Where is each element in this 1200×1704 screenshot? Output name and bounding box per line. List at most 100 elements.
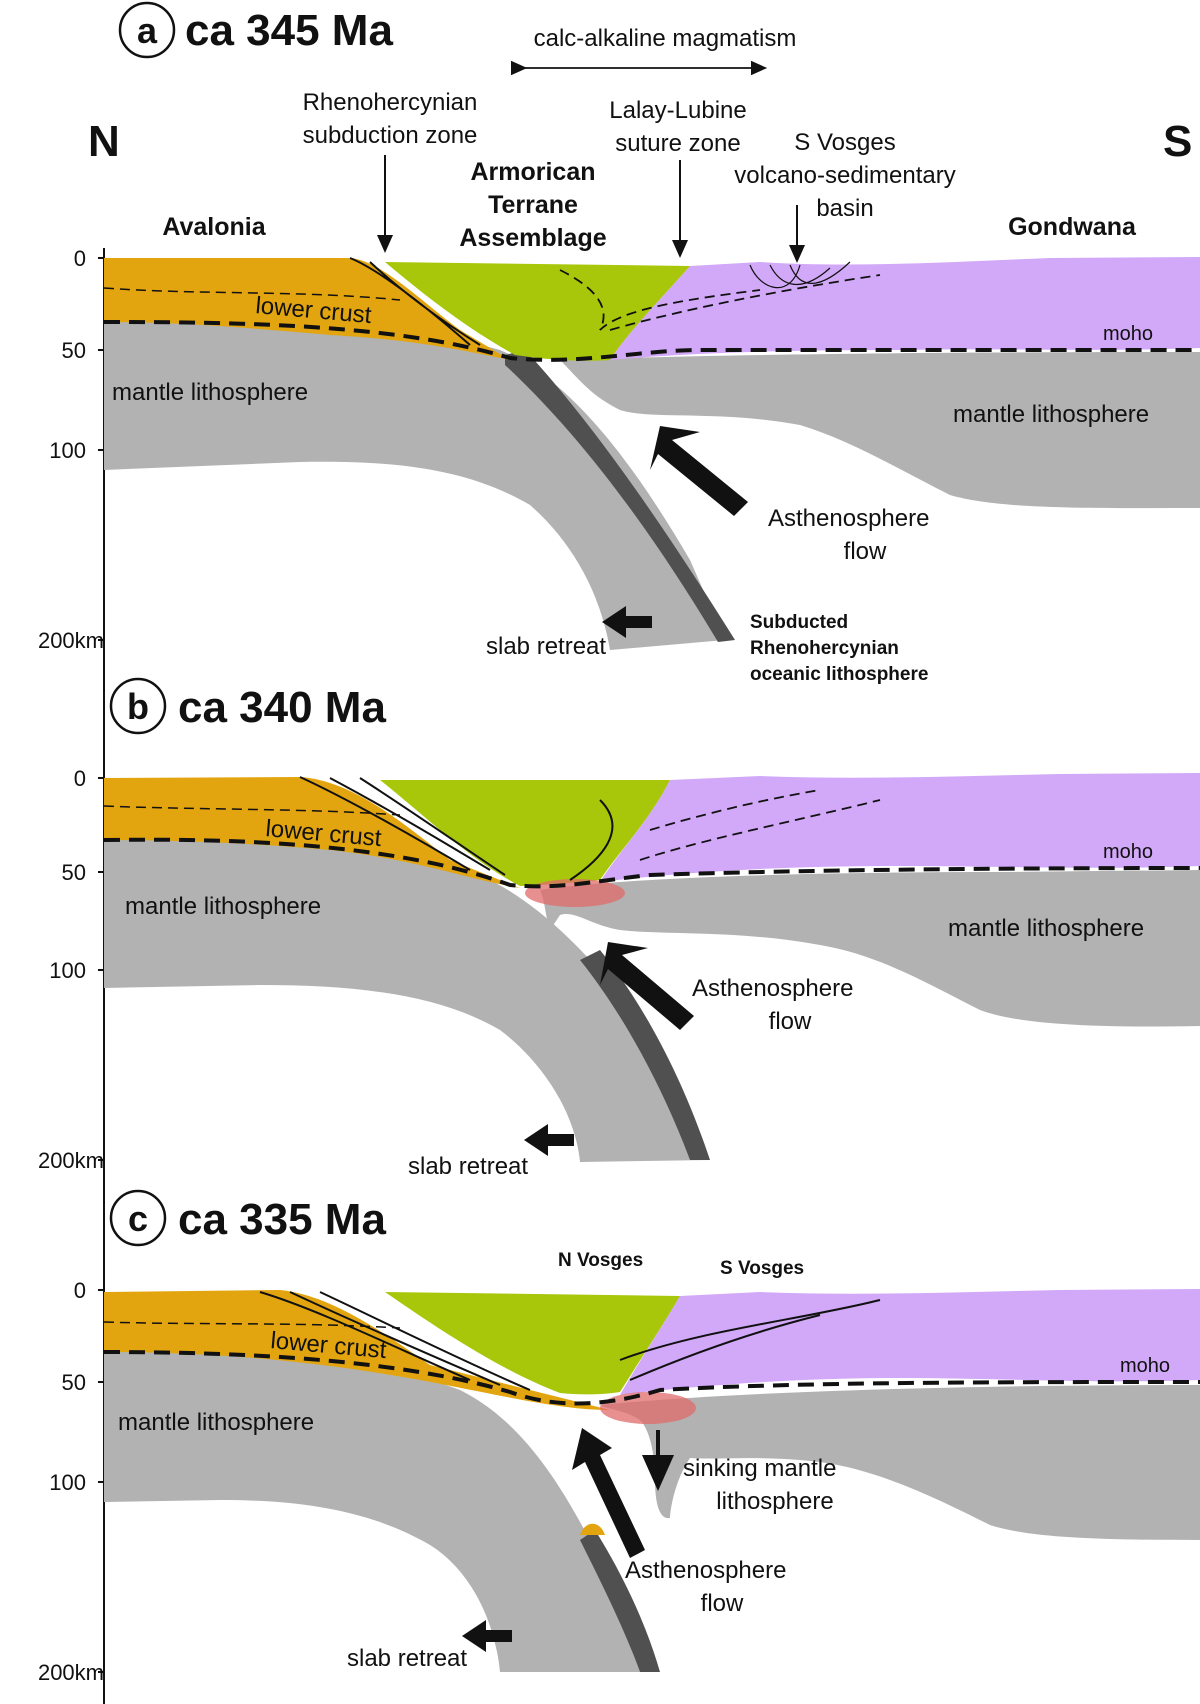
panel-a-asthenosphere-arrow	[650, 426, 748, 516]
panel-b-slab-retreat-label: slab retreat	[408, 1153, 528, 1180]
panel-c-slab-retreat-arrow	[462, 1620, 512, 1652]
panel-c-thrust-lines	[259, 1291, 881, 1391]
panel-a-armorican-terrane	[385, 262, 690, 361]
panel-b-crust-dashed	[103, 805, 401, 816]
panel-b-letter-circle	[109, 677, 167, 735]
panel-a-tick-50: 50	[62, 338, 86, 363]
panel-b-asthenosphere-label-2: flow	[769, 1008, 812, 1035]
panel-b-mantle-right	[540, 870, 1200, 1027]
north-label: N	[88, 117, 120, 166]
panel-c-mantle-right	[600, 1385, 1200, 1540]
panel-a-subducted-label-3: oceanic lithosphere	[750, 664, 928, 685]
panel-b-basin-dashed	[639, 789, 881, 861]
panel-a-letter-circle	[118, 1, 176, 59]
panel-a-asthenosphere-label-2: flow	[844, 538, 887, 565]
panel-b-tick-200: 200km	[38, 1148, 104, 1173]
panel-b-title: ca 340 Ma	[178, 683, 386, 732]
panel-c-tick-50: 50	[62, 1370, 86, 1395]
panel-c-oceanic-slab	[580, 1530, 660, 1672]
panel-a-svosges-label-1: S Vosges	[794, 129, 895, 156]
panel-b-mantle-left-label: mantle lithosphere	[125, 893, 321, 920]
panel-c-asthenosphere-arrow	[572, 1428, 645, 1558]
panel-c-tick-100: 100	[49, 1470, 86, 1495]
panel-a-mantle-left-label: mantle lithosphere	[112, 379, 308, 406]
panel-a-tick-100: 100	[49, 438, 86, 463]
panel-c-armorican-terrane	[385, 1292, 680, 1395]
panel-a: a ca 345 Ma 0 50 100 200km	[38, 1, 1200, 685]
panel-a-gondwana-label: Gondwana	[1008, 213, 1137, 241]
panel-c-sinking-label-1: sinking mantle	[683, 1455, 836, 1482]
panel-c-nvosges-label: N Vosges	[558, 1250, 643, 1271]
panel-a-slab-retreat-arrow	[602, 606, 652, 638]
panel-a-depth-ticks: 0 50 100 200km	[38, 246, 104, 653]
panel-a-svosges-label-2: volcano-sedimentary	[734, 162, 955, 189]
panel-b-oceanic-slab	[580, 950, 710, 1160]
panel-b-mantle-left	[104, 839, 710, 1162]
panel-a-title: ca 345 Ma	[185, 6, 393, 55]
panel-c: c ca 335 Ma 0 50 100 200km N Vosges S Vo…	[38, 1189, 1200, 1685]
panel-a-crust-dashed	[103, 287, 401, 301]
panel-a-magmatism-label: calc-alkaline magmatism	[534, 25, 797, 52]
panel-c-asthenosphere-label-1: Asthenosphere	[625, 1557, 786, 1584]
panel-c-slab-crust-remnant	[580, 1523, 605, 1535]
panel-b-asthenosphere-label-1: Asthenosphere	[692, 975, 853, 1002]
panel-b-mantle-right-label: mantle lithosphere	[948, 915, 1144, 942]
panel-b-gondwana-crust	[600, 773, 1200, 882]
panel-a-mantle-right-label: mantle lithosphere	[953, 401, 1149, 428]
panel-a-suture-label-1: Lalay-Lubine	[609, 97, 746, 124]
panel-a-mantle-right	[560, 352, 1200, 509]
panel-c-gondwana-crust	[620, 1289, 1200, 1395]
panel-c-mantle-left	[104, 1351, 640, 1672]
panel-c-tick-0: 0	[74, 1278, 86, 1303]
panel-c-asthenosphere-label-2: flow	[701, 1590, 744, 1617]
panel-a-gondwana-crust	[610, 257, 1200, 360]
panel-c-letter: c	[128, 1198, 148, 1239]
panel-c-moho-line	[103, 1350, 1200, 1406]
panel-a-asthenosphere-label-1: Asthenosphere	[768, 505, 929, 532]
panel-c-melt-zone	[600, 1392, 696, 1424]
panel-c-mantle-left-label: mantle lithosphere	[118, 1409, 314, 1436]
panel-b-slab-retreat-arrow	[524, 1124, 574, 1156]
panel-a-svosges-label-3: basin	[816, 195, 873, 222]
panel-b: b ca 340 Ma 0 50 100 200km lower crust m…	[38, 677, 1200, 1180]
panel-b-letter: b	[127, 686, 149, 727]
panel-c-depth-ticks: 0 50 100 200km	[38, 1278, 104, 1685]
panel-c-letter-circle	[109, 1189, 167, 1247]
panel-a-subduction-label-2: subduction zone	[303, 122, 478, 149]
panel-b-asthenosphere-arrow	[600, 942, 694, 1030]
panel-b-tick-0: 0	[74, 766, 86, 791]
panel-c-tick-200: 200km	[38, 1660, 104, 1685]
south-label: S	[1163, 117, 1192, 166]
panel-a-moho-label: moho	[1103, 323, 1153, 345]
panel-c-sinking-label-2: lithosphere	[716, 1488, 833, 1515]
panel-a-tick-0: 0	[74, 246, 86, 271]
panel-a-suture-label-2: suture zone	[615, 130, 740, 157]
panel-c-crust-dashed	[103, 1321, 401, 1329]
panel-a-basin-faults	[749, 261, 851, 289]
panel-a-armorican-label-2: Terrane	[488, 191, 578, 219]
panel-a-slab-retreat-label: slab retreat	[486, 633, 606, 660]
panel-b-thrust-lines	[299, 776, 614, 881]
panel-a-subducted-label-2: Rhenohercynian	[750, 638, 899, 659]
panel-c-svosges-label: S Vosges	[720, 1258, 804, 1279]
panel-b-moho-label: moho	[1103, 841, 1153, 863]
panel-c-avalonia-crust	[104, 1290, 610, 1410]
panel-a-armorican-label-3: Assemblage	[459, 224, 606, 252]
panel-a-basin-dashed	[559, 269, 881, 331]
panel-b-depth-ticks: 0 50 100 200km	[38, 766, 104, 1173]
panel-b-armorican-terrane	[380, 780, 670, 886]
panel-a-subduction-label-1: Rhenohercynian	[303, 89, 478, 116]
panel-a-subducted-label-1: Subducted	[750, 612, 848, 633]
panel-a-oceanic-slab	[505, 350, 735, 642]
panel-a-tick-200: 200km	[38, 628, 104, 653]
panel-a-letter: a	[137, 10, 158, 51]
panel-b-tick-100: 100	[49, 958, 86, 983]
panel-c-title: ca 335 Ma	[178, 1195, 386, 1244]
panel-c-moho-label: moho	[1120, 1355, 1170, 1377]
panel-a-armorican-label-1: Armorican	[470, 158, 595, 186]
panel-a-avalonia-label: Avalonia	[162, 213, 266, 241]
panel-b-tick-50: 50	[62, 860, 86, 885]
panel-c-slab-retreat-label: slab retreat	[347, 1645, 467, 1672]
panel-a-thrust-lines	[349, 257, 481, 346]
